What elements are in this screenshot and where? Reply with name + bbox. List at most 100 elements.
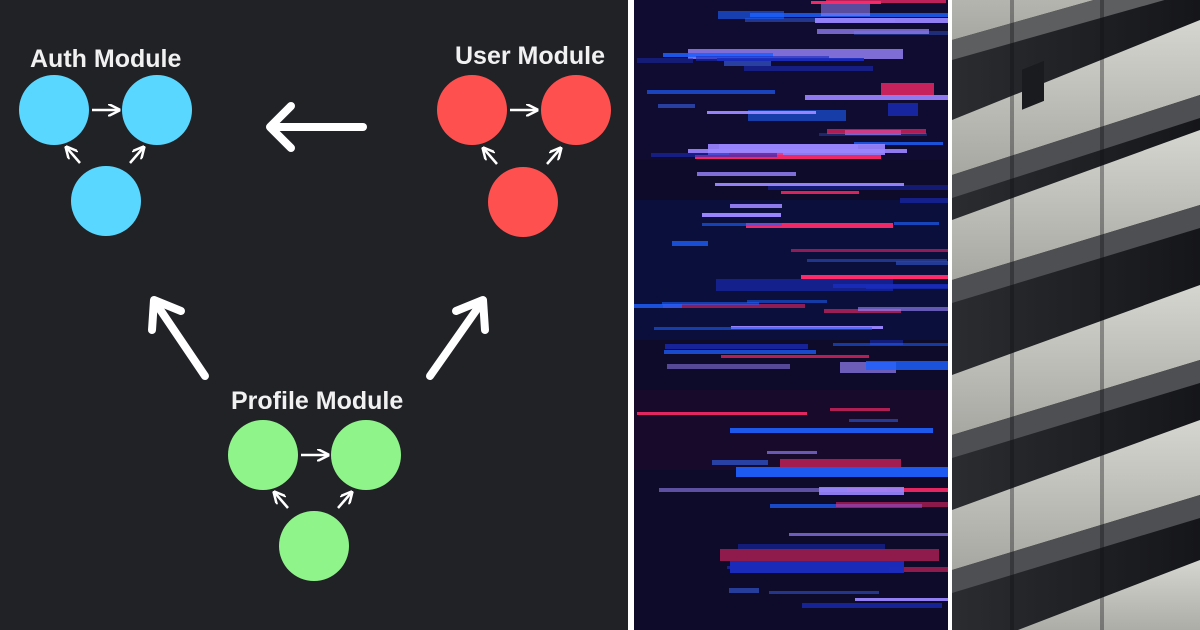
glitch-line [827, 129, 926, 134]
glitch-line [748, 110, 846, 121]
module-diagram: Auth Module User Module Profile [19, 42, 611, 581]
glitch-line [664, 350, 816, 354]
glitch-line [721, 355, 869, 358]
glitch-line [781, 191, 859, 194]
glitch-line [767, 451, 817, 454]
glitch-line [658, 104, 695, 108]
glitch-line [637, 58, 693, 63]
glitch-line [866, 285, 948, 289]
glitch-line [849, 419, 898, 422]
building-photo [952, 0, 1200, 630]
profile-node-right [331, 420, 401, 490]
user-edge-arrow [546, 149, 560, 165]
glitch-line [637, 412, 807, 415]
glitch-line [858, 307, 948, 311]
balcony-slab [952, 420, 1200, 593]
glitch-line [702, 213, 781, 217]
profile-module-label: Profile Module [231, 387, 403, 415]
glitch-line [854, 142, 943, 145]
user-node-bottom [488, 167, 558, 237]
glitch-line [688, 49, 903, 59]
glitch-line-group [634, 0, 948, 608]
glitch-line [780, 459, 901, 467]
arrow-up-left-icon [148, 296, 209, 380]
glitch-line [807, 259, 947, 262]
glitch-line [688, 149, 907, 153]
glitch-line [870, 340, 903, 345]
glitch-lines-image [634, 0, 948, 630]
user-module-label: User Module [455, 42, 605, 70]
module-diagram-panel: Auth Module User Module Profile [0, 0, 628, 630]
auth-node-bottom [71, 166, 141, 236]
glitch-line [833, 343, 948, 346]
glitch-line [730, 204, 782, 208]
auth-node-right [122, 75, 192, 145]
auth-node-left [19, 75, 89, 145]
glitch-line [672, 241, 708, 246]
glitch-line [888, 103, 918, 116]
profile-node-bottom [279, 511, 349, 581]
glitch-lines-art [634, 0, 948, 630]
glitch-line [712, 460, 768, 465]
glitch-line [647, 90, 775, 94]
glitch-line [768, 185, 948, 190]
glitch-line [815, 18, 948, 23]
user-node-left [437, 75, 507, 145]
profile-node-left [228, 420, 298, 490]
auth-module-label: Auth Module [30, 45, 181, 73]
balcony-slab [1018, 560, 1200, 630]
divider [628, 0, 634, 630]
glitch-line [663, 304, 805, 308]
balcony-slab [952, 20, 1200, 198]
window-mullions [1010, 0, 1104, 630]
glitch-line [651, 153, 777, 157]
glitch-line [791, 249, 948, 252]
glitch-line [715, 183, 904, 186]
glitch-line [738, 544, 885, 549]
glitch-line [730, 561, 904, 573]
glitch-line [896, 261, 948, 265]
glitch-line [730, 428, 933, 433]
glitch-line [746, 223, 893, 228]
glitch-line [889, 567, 948, 572]
glitch-line [881, 83, 934, 95]
arrow-left-icon [266, 102, 367, 152]
glitch-line [747, 300, 827, 303]
divider [948, 0, 952, 630]
glitch-line [702, 223, 782, 226]
user-module: User Module [437, 42, 611, 237]
profile-module: Profile Module [228, 387, 403, 581]
glitch-line [801, 275, 948, 279]
glitch-line [826, 0, 946, 3]
glitch-line [805, 95, 948, 100]
glitch-line [736, 467, 948, 477]
balcony-slab [952, 285, 1200, 458]
glitch-line [665, 344, 808, 349]
glitch-line [744, 66, 873, 71]
glitch-line [707, 111, 816, 114]
building-balconies-art [952, 0, 1200, 630]
glitch-line [720, 549, 939, 561]
glitch-line [718, 11, 784, 19]
glitch-line [855, 598, 948, 601]
glitch-line [697, 172, 796, 176]
balcony-slab [952, 130, 1200, 303]
glitch-line [789, 533, 948, 536]
glitch-line [663, 53, 773, 57]
glitch-line [830, 408, 890, 411]
auth-edge-arrow [129, 148, 143, 164]
glitch-line [659, 488, 887, 492]
auth-module: Auth Module [19, 45, 192, 236]
glitch-line [717, 58, 864, 61]
glitch-line [695, 155, 881, 159]
profile-edge-arrow [337, 493, 351, 509]
user-edge-arrow [484, 149, 498, 165]
glitch-line [817, 29, 929, 34]
glitch-line [819, 487, 904, 495]
glitch-line [654, 327, 872, 330]
user-node-right [541, 75, 611, 145]
glitch-line [662, 302, 759, 305]
glitch-line [894, 222, 939, 225]
auth-edge-arrow [67, 148, 81, 164]
